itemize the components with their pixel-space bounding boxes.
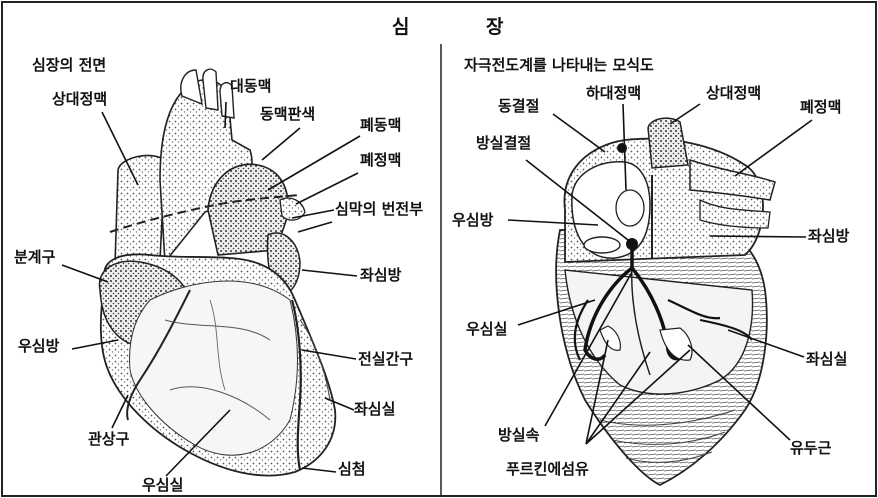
label-right-atrium-schematic: 우심방: [452, 213, 493, 228]
label-aorta: 대동맥: [230, 79, 271, 94]
label-pulmonary-artery: 폐동맥: [360, 118, 401, 133]
label-av-node: 방실결절: [476, 136, 531, 151]
label-inferior-vena-cava: 하대정맥: [586, 86, 641, 101]
left-panel-subtitle: 심장의 전면: [32, 58, 106, 73]
figure-title-part-1: 심: [392, 18, 409, 37]
label-pulmonary-vein-schematic: 폐정맥: [800, 100, 841, 115]
figure-title-part-2: 장: [486, 18, 503, 37]
label-coronary-groove: 관상구: [88, 432, 129, 447]
label-apex: 심첨: [338, 462, 366, 477]
label-sulcus-terminalis: 분계구: [14, 250, 55, 265]
label-sa-node: 동결절: [498, 99, 539, 114]
sa-node-marker: [617, 143, 627, 153]
label-left-atrium-schematic: 좌심방: [808, 229, 849, 244]
label-left-ventricle: 좌심실: [354, 402, 395, 417]
label-papillary-muscle: 유두근: [790, 441, 831, 456]
label-right-ventricle-schematic: 우심실: [466, 322, 507, 337]
label-aortic-arch: 동맥판색: [260, 107, 315, 122]
label-left-atrium: 좌심방: [360, 268, 401, 283]
anterior-heart-illustration: [99, 69, 335, 475]
label-left-ventricle-schematic: 좌심실: [806, 352, 847, 367]
label-anterior-interventricular-groove: 전실간구: [358, 352, 413, 367]
label-right-atrium: 우심방: [18, 339, 59, 354]
label-pulmonary-vein: 폐정맥: [360, 153, 401, 168]
label-superior-vena-cava: 상대정맥: [52, 92, 107, 107]
label-superior-vena-cava-schematic: 상대정맥: [706, 86, 761, 101]
label-purkinje-fibers: 푸르킨에섬유: [506, 462, 589, 477]
label-av-bundle: 방실속: [498, 428, 539, 443]
label-pericardial-reflection: 심막의 번전부: [335, 202, 423, 217]
label-right-ventricle: 우심실: [142, 478, 183, 493]
right-panel-subtitle: 자극전도계를 나타내는 모식도: [464, 58, 654, 73]
